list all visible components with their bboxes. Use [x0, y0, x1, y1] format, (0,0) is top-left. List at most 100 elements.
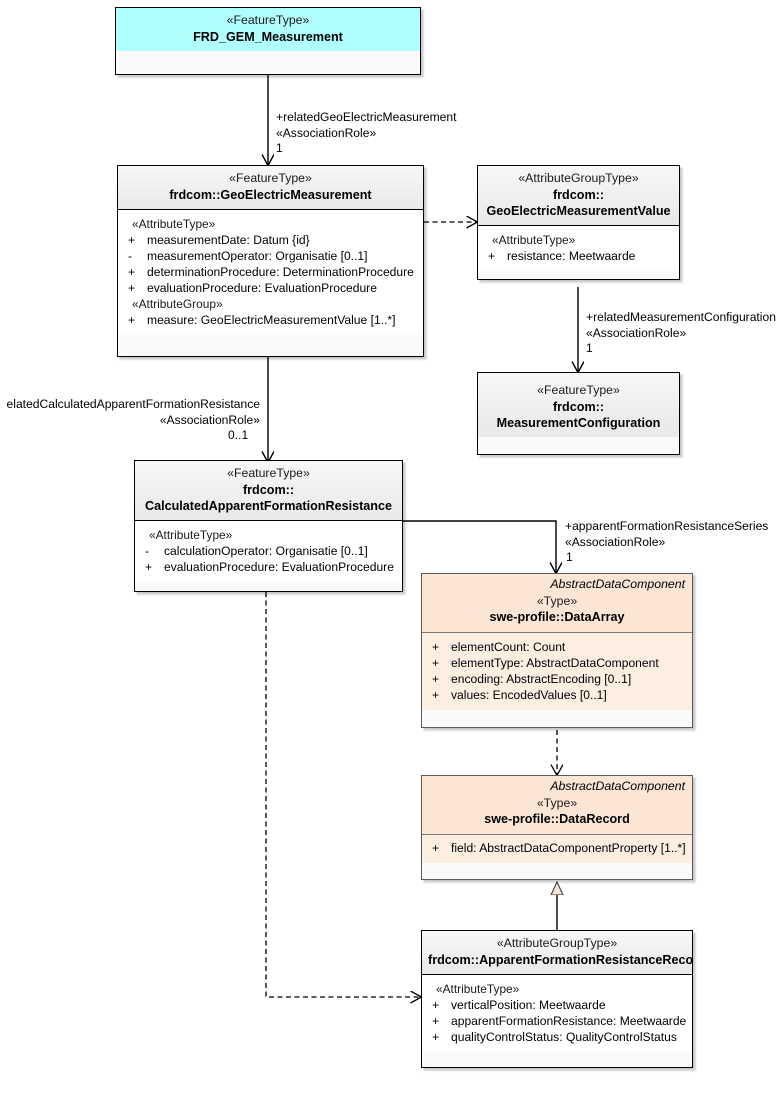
association-role-name: elatedCalculatedApparentFormationResista…	[6, 397, 260, 411]
association-stereotype: «AssociationRole»	[276, 126, 377, 141]
attribute-compartment: «AttributeType» + resistance: Meetwaarde	[478, 225, 679, 271]
class-name-line1: frdcom::	[552, 399, 605, 414]
attribute-row: + measure: GeoElectricMeasurementValue […	[122, 312, 419, 328]
class-calculatedapparentformationresistance[interactable]: «FeatureType» frdcom:: CalculatedApparen…	[134, 460, 403, 592]
attribute-group-label: «AttributeType»	[132, 216, 216, 231]
edge-multiplicity-related-calculated-apparent-formation-resistance: 0..1	[228, 428, 249, 442]
class-stereotype: «AttributeGroupType»	[496, 936, 618, 950]
class-name: swe-profile::DataRecord	[484, 812, 630, 827]
class-header: AbstractDataComponent «Type» swe-profile…	[422, 574, 692, 632]
attribute-row: + encoding: AbstractEncoding [0..1]	[426, 671, 688, 687]
attribute-text: elementCount: Count	[451, 639, 566, 654]
class-header: «AttributeGroupType» frdcom::ApparentFor…	[422, 931, 692, 974]
compartment-divider	[422, 973, 692, 975]
compartment-divider	[478, 224, 679, 226]
class-name-line2: GeoElectricMeasurementValue	[486, 203, 671, 218]
attribute-group-label: «AttributeType»	[149, 527, 233, 542]
attribute-row: + evaluationProcedure: EvaluationProcedu…	[122, 280, 419, 296]
attribute-row: + values: EncodedValues [0..1]	[426, 687, 688, 703]
compartment-divider	[135, 519, 402, 521]
edge-multiplicity-related-measurement-configuration: 1	[586, 341, 593, 355]
class-frd-gem-measurement[interactable]: «FeatureType» FRD_GEM_Measurement	[115, 7, 421, 75]
class-name-line2: CalculatedApparentFormationResistance	[144, 498, 393, 513]
attribute-text: calculationOperator: Organisatie [0..1]	[164, 543, 368, 558]
attribute-row: + elementCount: Count	[426, 639, 688, 655]
association-stereotype: «AssociationRole»	[586, 326, 687, 341]
association-role-name: +apparentFormationResistanceSeries	[565, 519, 769, 533]
attribute-compartment: + elementCount: Count + elementType: Abs…	[422, 632, 692, 710]
visibility-marker: +	[432, 687, 440, 702]
attribute-compartment: «AttributeType» + verticalPosition: Meet…	[422, 974, 692, 1052]
class-stereotype: «AttributeGroupType»	[518, 171, 639, 185]
attribute-row: + evaluationProcedure: EvaluationProcedu…	[139, 559, 398, 575]
edge-multiplicity-apparent-formation-resistance-series: 1	[566, 550, 573, 564]
class-stereotype: «FeatureType»	[227, 466, 310, 480]
abstract-supertype-name: AbstractDataComponent	[550, 779, 685, 793]
association-role-name: +relatedMeasurementConfiguration	[586, 310, 776, 324]
class-header: «FeatureType» frdcom:: CalculatedApparen…	[135, 461, 402, 520]
class-apparentformationresistancerecord[interactable]: «AttributeGroupType» frdcom::ApparentFor…	[421, 930, 693, 1068]
attribute-text: measurementDate: Datum {id}	[147, 232, 310, 247]
attribute-text: field: AbstractDataComponentProperty [1.…	[451, 840, 686, 855]
attribute-text: determinationProcedure: DeterminationPro…	[147, 264, 414, 279]
class-name-line1: frdcom::	[552, 187, 605, 202]
visibility-marker: +	[128, 280, 136, 295]
attribute-row: + measurementDate: Datum {id}	[122, 232, 419, 248]
class-stereotype: «FeatureType»	[229, 171, 312, 185]
visibility-marker: +	[432, 840, 440, 855]
class-name: frdcom::GeoElectricMeasurement	[169, 187, 372, 202]
visibility-marker: +	[432, 1013, 440, 1028]
attribute-text: values: EncodedValues [0..1]	[451, 687, 607, 702]
attribute-row: + qualityControlStatus: QualityControlSt…	[426, 1029, 688, 1045]
class-header: «FeatureType» frdcom::GeoElectricMeasure…	[118, 166, 423, 209]
attribute-row: + apparentFormationResistance: Meetwaard…	[426, 1013, 688, 1029]
visibility-marker: +	[145, 559, 153, 574]
class-stereotype: «Type»	[536, 593, 578, 608]
visibility-marker: -	[145, 543, 150, 558]
visibility-marker: +	[128, 264, 136, 279]
class-header: «FeatureType» frdcom:: MeasurementConfig…	[478, 373, 679, 437]
edge-label-related-calculated-apparent-formation-resistance: elatedCalculatedApparentFormationResista…	[0, 396, 260, 428]
visibility-marker: +	[128, 232, 136, 247]
edge-label-apparent-formation-resistance-series: +apparentFormationResistanceSeries «Asso…	[565, 518, 768, 550]
visibility-marker: +	[432, 655, 440, 670]
attribute-group-label: «AttributeType»	[436, 981, 520, 996]
class-header: AbstractDataComponent «Type» swe-profile…	[422, 776, 692, 834]
visibility-marker: +	[432, 639, 440, 654]
attribute-group-label: «AttributeGroup»	[132, 296, 223, 311]
attribute-text: evaluationProcedure: EvaluationProcedure	[164, 559, 394, 574]
edge-apparent-formation-resistance-series	[403, 520, 556, 573]
visibility-marker: +	[128, 312, 136, 327]
attribute-row: + verticalPosition: Meetwaarde	[426, 997, 688, 1013]
attribute-row: + resistance: Meetwaarde	[482, 248, 675, 264]
class-geoelectricmeasurementvalue[interactable]: «AttributeGroupType» frdcom:: GeoElectri…	[477, 165, 680, 280]
visibility-marker: +	[432, 997, 440, 1012]
visibility-marker: +	[488, 248, 496, 263]
class-stereotype: «FeatureType»	[537, 383, 620, 397]
class-datarecord[interactable]: AbstractDataComponent «Type» swe-profile…	[421, 775, 693, 880]
class-name-line1: frdcom::	[242, 482, 295, 497]
compartment-divider	[422, 833, 692, 835]
association-stereotype: «AssociationRole»	[159, 413, 260, 428]
class-dataarray[interactable]: AbstractDataComponent «Type» swe-profile…	[421, 573, 693, 728]
attribute-text: measurementOperator: Organisatie [0..1]	[147, 248, 368, 263]
attribute-text: verticalPosition: Meetwaarde	[451, 997, 606, 1012]
association-stereotype: «AssociationRole»	[565, 535, 666, 550]
visibility-marker: +	[432, 671, 440, 686]
class-name: FRD_GEM_Measurement	[193, 29, 343, 44]
edge-multiplicity-related-geoelectric-measurement: 1	[276, 141, 283, 155]
attribute-text: resistance: Meetwaarde	[507, 248, 636, 263]
compartment-divider	[118, 208, 423, 210]
attribute-text: elementType: AbstractDataComponent	[451, 655, 659, 670]
attribute-row: - measurementOperator: Organisatie [0..1…	[122, 248, 419, 264]
edge-record-dependency	[265, 592, 421, 997]
class-measurementconfiguration[interactable]: «FeatureType» frdcom:: MeasurementConfig…	[477, 372, 680, 455]
attribute-text: qualityControlStatus: QualityControlStat…	[451, 1029, 677, 1044]
class-header: «FeatureType» FRD_GEM_Measurement	[116, 8, 420, 51]
class-geoelectricmeasurement[interactable]: «FeatureType» frdcom::GeoElectricMeasure…	[117, 165, 424, 357]
attribute-row: + determinationProcedure: DeterminationP…	[122, 264, 419, 280]
association-role-name: +relatedGeoElectricMeasurement	[276, 110, 457, 124]
class-stereotype: «Type»	[536, 795, 578, 810]
attribute-text: encoding: AbstractEncoding [0..1]	[451, 671, 632, 686]
